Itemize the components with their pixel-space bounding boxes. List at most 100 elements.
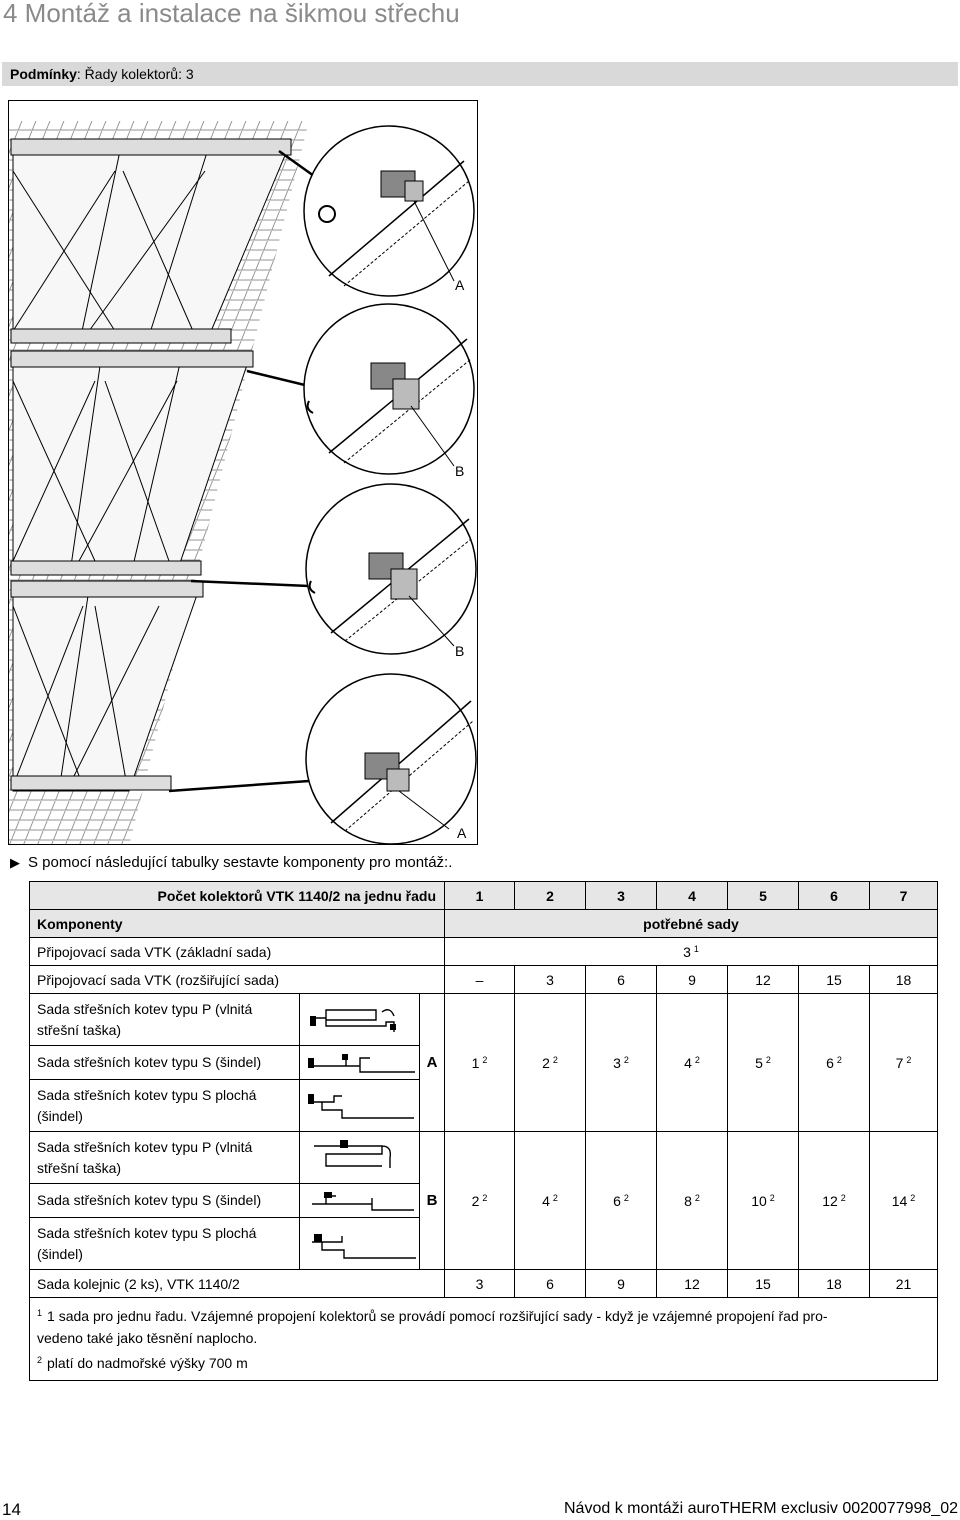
anchor-set-name: Sada střešních kotev typu S (šindel)	[29, 1045, 300, 1080]
conditions-bar: Podmínky: Řady kolektorů: 3	[2, 62, 958, 86]
detail-circle-3	[305, 483, 477, 655]
roof-mounting-figure: A B B A	[8, 100, 478, 845]
row-value: 12	[727, 965, 800, 994]
instruction-text: S pomocí následující tabulky sestavte ko…	[28, 854, 453, 871]
header-title: Počet kolektorů VTK 1140/2 na jednu řadu	[28, 881, 446, 910]
row-value: 6	[514, 1269, 587, 1298]
collector-count: 2	[514, 881, 587, 910]
detail-circle-2	[303, 303, 475, 475]
detail-circle-4	[305, 673, 477, 844]
row-value: 9	[656, 965, 729, 994]
roof-hook-s-flat-icon	[308, 1094, 414, 1119]
anchor-s-flat-icon	[299, 1079, 420, 1132]
components-table: Počet kolektorů VTK 1140/2 na jednu řadu…	[28, 881, 939, 1381]
row-value: 21	[869, 1269, 939, 1298]
anchor-s-icon	[299, 1183, 420, 1218]
anchor-p-icon	[299, 1131, 420, 1184]
figure-label-a1: A	[455, 277, 465, 293]
instruction: ▶ S pomocí následující tabulky sestavte k…	[10, 854, 452, 871]
anchor-set-name: Sada střešních kotev typu S plochá(šinde…	[29, 1079, 300, 1132]
roof-hook-p-icon	[310, 1009, 396, 1032]
roof-mounting-illustration: A B B A	[9, 121, 477, 844]
row-value: 18	[869, 965, 939, 994]
anchor-set-name: Sada střešních kotev typu S plochá(šinde…	[29, 1217, 300, 1270]
table-row: Sada střešních kotev typu S (šindel)	[29, 1045, 938, 1080]
table-subheader-row: Komponenty potřebné sady	[28, 909, 939, 938]
components-label: Komponenty	[28, 909, 446, 938]
conditions-text: Podmínky: Řady kolektorů: 3	[10, 66, 194, 82]
collector-row-2	[10, 350, 254, 576]
collector-count: 7	[869, 881, 939, 910]
manual-title: Návod k montáži auroTHERM exclusiv 00200…	[564, 1500, 958, 1517]
anchor-set-name: Sada střešních kotev typu S (šindel)	[29, 1183, 300, 1218]
row-label: Připojovací sada VTK (základní sada)	[28, 937, 446, 966]
anchor-s-icon	[299, 1045, 420, 1080]
anchor-s-flat-icon	[299, 1217, 420, 1270]
table-header-row: Počet kolektorů VTK 1140/2 na jednu řadu…	[28, 881, 939, 910]
roof-hook-p-icon	[314, 1140, 392, 1168]
conditions-value: : Řady kolektorů: 3	[76, 66, 194, 82]
row-value: 6	[585, 965, 658, 994]
row-value: 18	[798, 1269, 871, 1298]
row-value: 15	[727, 1269, 800, 1298]
collector-row-3	[10, 580, 204, 792]
roof-hook-s-icon	[308, 1054, 415, 1073]
row-label: Sada kolejnic (2 ks), VTK 1140/2	[28, 1269, 446, 1298]
collector-count: 4	[656, 881, 729, 910]
row-value: 12	[656, 1269, 729, 1298]
row-value: –	[444, 965, 516, 994]
detail-circle-1	[303, 125, 475, 297]
group-letter: A	[418, 993, 446, 1132]
collector-count: 5	[727, 881, 800, 910]
figure-label-a2: A	[457, 825, 467, 841]
figure-label-b2: B	[455, 643, 464, 659]
roof-hook-s-icon	[312, 1192, 414, 1211]
page-number: 14	[2, 1500, 21, 1519]
table-row: Sada střešních kotev typu S plochá(šinde…	[29, 1217, 938, 1270]
collector-count: 3	[585, 881, 658, 910]
page-title: 4 Montáž a instalace na šikmou střechu	[3, 0, 460, 28]
row-value: 3	[444, 1269, 516, 1298]
figure-label-b1: B	[455, 463, 464, 479]
table-row: Připojovací sada VTK (rozšiřující sada) …	[28, 965, 939, 994]
row-value: 15	[798, 965, 871, 994]
table-row: Sada kolejnic (2 ks), VTK 1140/2 3 6 9 1…	[28, 1269, 939, 1298]
row-label: Připojovací sada VTK (rozšiřující sada)	[28, 965, 446, 994]
table-row: Sada střešních kotev typu S plochá(šinde…	[29, 1079, 938, 1132]
group-letter: B	[418, 1131, 446, 1270]
conditions-label: Podmínky	[10, 66, 77, 82]
base-set-value: 3	[683, 943, 691, 960]
arrow-right-icon: ▶	[10, 855, 20, 870]
roof-hook-s-flat-icon	[312, 1234, 416, 1259]
required-sets-label: potřebné sady	[444, 909, 939, 938]
collector-count: 1	[444, 881, 516, 910]
row-value: 3	[514, 965, 587, 994]
anchor-p-icon	[299, 993, 420, 1046]
footnote-ref: 1	[693, 943, 699, 954]
detail-pointers	[168, 149, 315, 793]
